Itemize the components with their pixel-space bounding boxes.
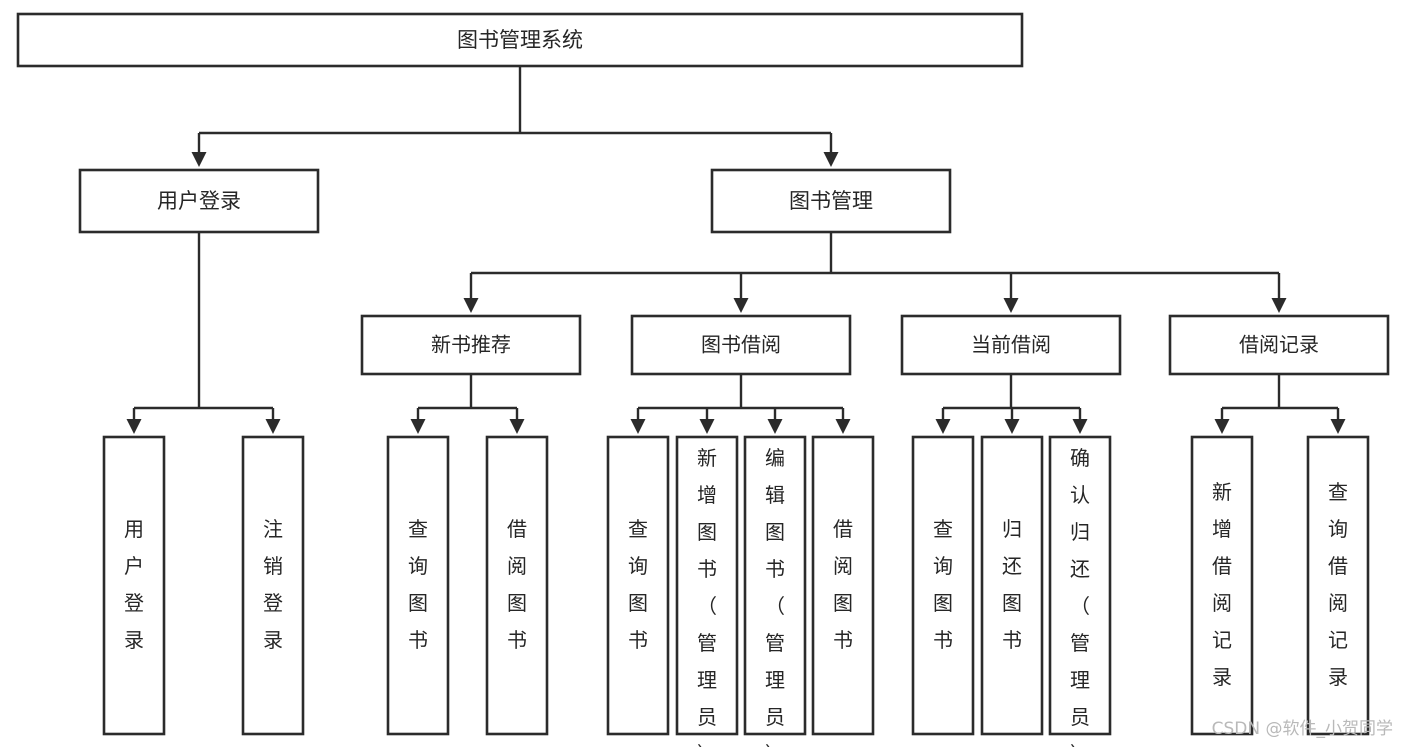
leaf-node[interactable]: 归还图书 [980, 435, 1044, 736]
leaf-node-box[interactable] [241, 435, 305, 736]
arrow-head-icon [699, 419, 715, 434]
leaf-node[interactable]: 注销登录 [241, 435, 305, 736]
arrow-head-icon [1003, 298, 1019, 313]
node-new-book-recommend-box[interactable] [360, 314, 582, 376]
leaf-node-label: 查询图书 [408, 517, 428, 652]
node-root-label: 图书管理系统 [457, 28, 583, 52]
leaf-node[interactable]: 查询借阅记录 [1306, 435, 1370, 736]
leaf-node-label: 新增图书（管理员） [697, 446, 717, 747]
node-new-book-recommend-label: 新书推荐 [431, 333, 511, 357]
arrow-head-icon [410, 419, 426, 434]
leaf-node[interactable]: 新增图书（管理员） [675, 435, 739, 747]
leaf-node-label: 查询图书 [628, 517, 648, 652]
node-root-box[interactable] [16, 12, 1024, 68]
leaf-node-box[interactable] [102, 435, 166, 736]
leaf-node-label: 用户登录 [124, 517, 144, 652]
leaf-node[interactable]: 用户登录 [102, 435, 166, 736]
leaf-node-label: 借阅图书 [507, 517, 527, 652]
leaf-layer: 用户登录 注销登录 查询图书 借阅图书 查询图书 新增图书（管理员） 编辑图书（管理员） 借阅… [102, 435, 1370, 747]
leaf-node-label: 编辑图书（管理员） [765, 446, 785, 747]
arrow-head-icon [835, 419, 851, 434]
arrow-head-icon [1214, 419, 1230, 434]
leaf-node[interactable]: 编辑图书（管理员） [743, 435, 807, 747]
node-borrow-record-label: 借阅记录 [1239, 333, 1319, 357]
leaf-node-label: 注销登录 [263, 517, 283, 652]
node-current-borrow-box[interactable] [900, 314, 1122, 376]
leaf-node-box[interactable] [911, 435, 975, 736]
arrow-head-icon [1072, 419, 1088, 434]
leaf-node[interactable]: 查询图书 [386, 435, 450, 736]
leaf-node-box[interactable] [1306, 435, 1370, 736]
node-user-login[interactable]: 用户登录 [78, 168, 320, 234]
arrow-head-icon [463, 298, 479, 313]
leaf-node-box[interactable] [811, 435, 875, 736]
arrow-head-icon [265, 419, 281, 434]
leaf-node-box[interactable] [980, 435, 1044, 736]
arrow-head-icon [126, 419, 142, 434]
node-book-borrow-box[interactable] [630, 314, 852, 376]
arrow-head-icon [1330, 419, 1346, 434]
arrow-head-icon [191, 152, 207, 167]
leaf-node-box[interactable] [743, 435, 807, 736]
node-book-management-label: 图书管理 [789, 189, 873, 213]
edge-layer [126, 66, 1346, 434]
leaf-node[interactable]: 借阅图书 [485, 435, 549, 736]
leaf-node[interactable]: 借阅图书 [811, 435, 875, 736]
arrow-head-icon [733, 298, 749, 313]
node-borrow-record[interactable]: 借阅记录 [1168, 314, 1390, 376]
leaf-node[interactable]: 查询图书 [911, 435, 975, 736]
node-user-login-label: 用户登录 [157, 189, 241, 213]
arrow-head-icon [823, 152, 839, 167]
leaf-node-label: 归还图书 [1002, 517, 1022, 652]
arrow-head-icon [1271, 298, 1287, 313]
leaf-node-box[interactable] [1048, 435, 1112, 736]
leaf-node-label: 确认归还（管理员） [1070, 446, 1090, 747]
node-book-borrow-label: 图书借阅 [701, 333, 781, 357]
node-current-borrow-label: 当前借阅 [971, 333, 1051, 357]
arrow-head-icon [509, 419, 525, 434]
arrow-head-icon [630, 419, 646, 434]
leaf-node[interactable]: 新增借阅记录 [1190, 435, 1254, 736]
node-book-borrow[interactable]: 图书借阅 [630, 314, 852, 376]
leaf-node-label: 查询图书 [933, 517, 953, 652]
node-user-login-box[interactable] [78, 168, 320, 234]
leaf-node-box[interactable] [675, 435, 739, 736]
arrow-head-icon [1004, 419, 1020, 434]
arrow-head-icon [935, 419, 951, 434]
node-book-management-box[interactable] [710, 168, 952, 234]
leaf-node-box[interactable] [386, 435, 450, 736]
node-borrow-record-box[interactable] [1168, 314, 1390, 376]
leaf-node[interactable]: 查询图书 [606, 435, 670, 736]
arrow-head-icon [767, 419, 783, 434]
leaf-node-label: 新增借阅记录 [1212, 480, 1232, 689]
node-root[interactable]: 图书管理系统 [16, 12, 1024, 68]
leaf-node[interactable]: 确认归还（管理员） [1048, 435, 1112, 747]
node-new-book-recommend[interactable]: 新书推荐 [360, 314, 582, 376]
node-current-borrow[interactable]: 当前借阅 [900, 314, 1122, 376]
leaf-node-label: 借阅图书 [833, 517, 853, 652]
leaf-node-box[interactable] [606, 435, 670, 736]
node-book-management[interactable]: 图书管理 [710, 168, 952, 234]
leaf-node-label: 查询借阅记录 [1328, 480, 1348, 689]
leaf-node-box[interactable] [1190, 435, 1254, 736]
leaf-node-box[interactable] [485, 435, 549, 736]
